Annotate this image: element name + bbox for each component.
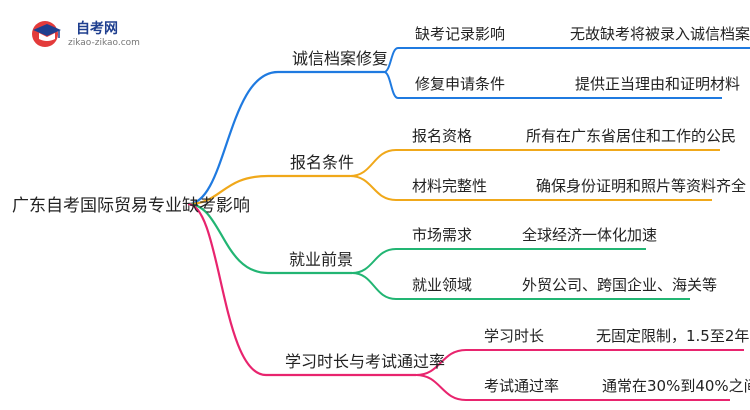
label-group: 广东自考国际贸易专业缺考影响 诚信档案修复 缺考记录影响 无故缺考将被录入诚信档案修…: [12, 25, 750, 395]
leaf-label-1-1: 材料完整性: [412, 177, 487, 195]
leaf-label-2-0: 市场需求: [412, 226, 472, 244]
branch-node-1: 报名条件: [290, 153, 354, 172]
leaf-label-3-1: 考试通过率: [484, 377, 559, 395]
branch-node-3: 学习时长与考试通过率: [285, 352, 445, 371]
leaf-connector-1-0: [349, 149, 397, 177]
leaf-connector-1-1: [349, 175, 397, 201]
leaf-connector-2-0: [351, 248, 397, 274]
leaf-detail-3-1: 通常在30%到40%之间: [602, 377, 750, 395]
logo-url: zikao-zikao.com: [68, 38, 140, 48]
leaf-connector-0-1: [383, 71, 399, 99]
leaf-detail-2-1: 外贸公司、跨国企业、海关等: [522, 276, 717, 294]
underline-group: [266, 47, 750, 401]
branch-node-0: 诚信档案修复: [292, 49, 388, 68]
branch-connector-0: [187, 70, 279, 206]
branch-connector-3: [187, 202, 267, 377]
connector-group: [187, 47, 467, 401]
branch-connector-2: [187, 202, 269, 275]
site-logo[interactable]: 自考网 zikao-zikao.com: [30, 14, 140, 54]
leaf-detail-0-1: 提供正当理由和证明材料: [575, 75, 740, 93]
leaf-detail-3-0: 无固定限制，1.5至2年毕业: [596, 327, 750, 345]
leaf-connector-3-0: [415, 349, 467, 376]
graduation-cap-icon: [32, 21, 61, 47]
leaf-connector-2-1: [351, 272, 397, 300]
leaf-label-3-0: 学习时长: [484, 327, 544, 345]
leaf-connector-0-0: [383, 47, 399, 73]
root-node: 广东自考国际贸易专业缺考影响: [12, 196, 250, 216]
leaf-detail-1-0: 所有在广东省居住和工作的公民: [526, 127, 736, 145]
leaf-detail-0-0: 无故缺考将被录入诚信档案: [570, 25, 750, 43]
leaf-connector-3-1: [415, 374, 467, 401]
leaf-label-1-0: 报名资格: [412, 127, 472, 145]
leaf-detail-2-0: 全球经济一体化加速: [522, 226, 657, 244]
branch-connector-1: [187, 174, 269, 206]
leaf-label-2-1: 就业领域: [412, 276, 472, 294]
logo-title: 自考网: [76, 21, 118, 37]
branch-node-2: 就业前景: [289, 250, 353, 269]
leaf-label-0-1: 修复申请条件: [415, 75, 505, 93]
leaf-detail-1-1: 确保身份证明和照片等资料齐全: [536, 177, 746, 195]
leaf-label-0-0: 缺考记录影响: [415, 25, 505, 43]
